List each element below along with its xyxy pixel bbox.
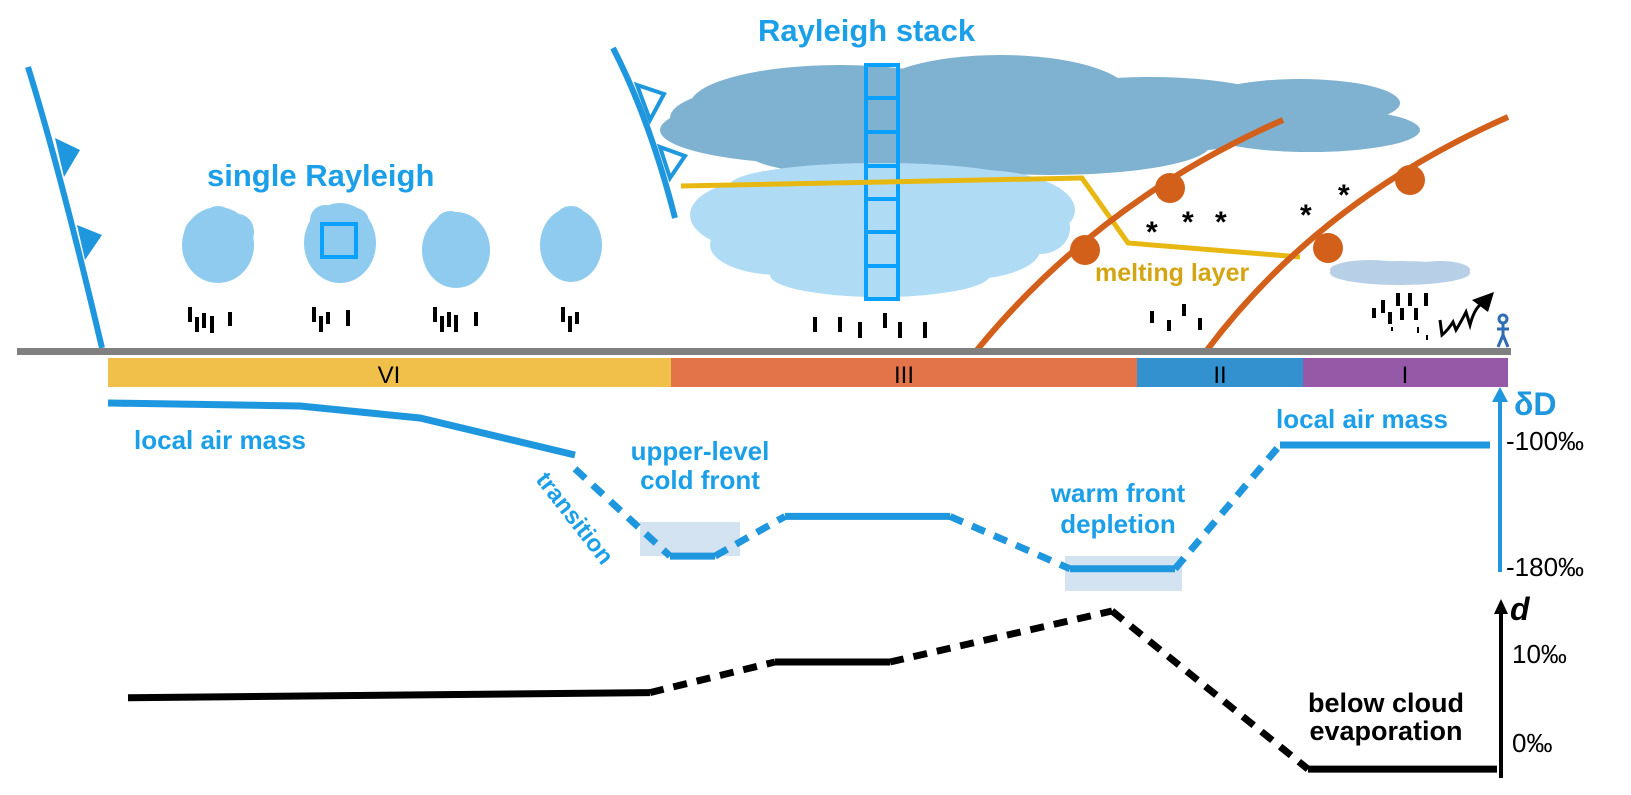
convective-cloud-4: [540, 206, 602, 282]
region-label-VI: VI: [378, 362, 401, 389]
d-segment-3: [889, 607, 1113, 666]
dD-segment-0: [107, 399, 576, 459]
d-axis: [1494, 599, 1508, 778]
warm-front-highlight: [1065, 556, 1182, 591]
warm-front-2-icon: [1204, 114, 1510, 352]
svg-text:*: *: [1300, 199, 1312, 232]
d-tick-low: 0‰: [1512, 728, 1552, 758]
convective-cloud-3: [422, 211, 490, 288]
local-air-mass-right-label: local air mass: [1276, 404, 1448, 434]
single-rayleigh-label: single Rayleigh: [207, 158, 434, 193]
d-axis-title: d: [1510, 591, 1531, 627]
dD-axis: [1492, 387, 1508, 572]
d-segment-4: [1109, 608, 1311, 772]
melting-layer-line: [680, 175, 1301, 260]
convective-cloud-2: [304, 203, 376, 283]
transition-label: transition: [530, 467, 619, 570]
evaporation-arrow-icon: [1438, 292, 1494, 338]
warm-front-label-1: warm front: [1050, 478, 1186, 508]
melting-layer-label: melting layer: [1095, 259, 1249, 287]
upper-level-label-2: cold front: [640, 465, 760, 495]
rain-icons: [188, 293, 1428, 340]
d-segment-1: [649, 658, 776, 696]
upper-level-label-1: upper-level: [631, 436, 770, 466]
d-excess-series: [127, 607, 1497, 773]
dD-segment-7: [1172, 442, 1283, 572]
rayleigh-box-icon: [320, 222, 358, 259]
local-air-mass-left-label: local air mass: [134, 425, 306, 455]
upper-stratiform-cloud: [660, 55, 1420, 177]
region-label-I: I: [1402, 362, 1409, 389]
dD-series: [107, 399, 1490, 573]
dD-axis-title: δD: [1514, 386, 1557, 422]
dD-segment-3: [713, 513, 787, 560]
lower-convective-cloud: [690, 163, 1075, 297]
below-cloud-label-1: below cloud: [1308, 688, 1464, 718]
svg-text:*: *: [1338, 179, 1350, 212]
warm-front-1-icon: [974, 117, 1285, 352]
convective-cloud-1: [182, 206, 254, 283]
upper-cold-front-icon: [610, 46, 689, 219]
observer-icon: [1496, 313, 1510, 348]
svg-text:*: *: [1182, 206, 1194, 239]
small-low-cloud: [1330, 260, 1470, 285]
snow-icons: * * * * *: [1146, 179, 1350, 249]
below-cloud-label-2: evaporation: [1309, 716, 1462, 746]
dD-segment-5: [948, 513, 1072, 573]
region-I: [1303, 358, 1508, 387]
d-tick-high: 10‰: [1512, 639, 1567, 669]
region-III: [671, 358, 1137, 387]
region-VI: [108, 358, 671, 387]
region-label-II: II: [1213, 362, 1226, 389]
rayleigh-stack-label: Rayleigh stack: [758, 13, 976, 48]
svg-text:*: *: [1146, 216, 1158, 249]
svg-text:*: *: [1215, 206, 1227, 239]
warm-front-label-2: depletion: [1060, 509, 1176, 539]
dD-segment-1: [572, 466, 673, 559]
region-label-III: III: [894, 362, 914, 389]
d-segment-0: [127, 689, 651, 702]
dD-tick-high: -100‰: [1506, 426, 1584, 456]
ground-line: [17, 348, 1511, 355]
dD-tick-low: -180‰: [1506, 552, 1584, 582]
cold-front-left-icon: [25, 66, 105, 349]
region-II: [1137, 358, 1303, 387]
